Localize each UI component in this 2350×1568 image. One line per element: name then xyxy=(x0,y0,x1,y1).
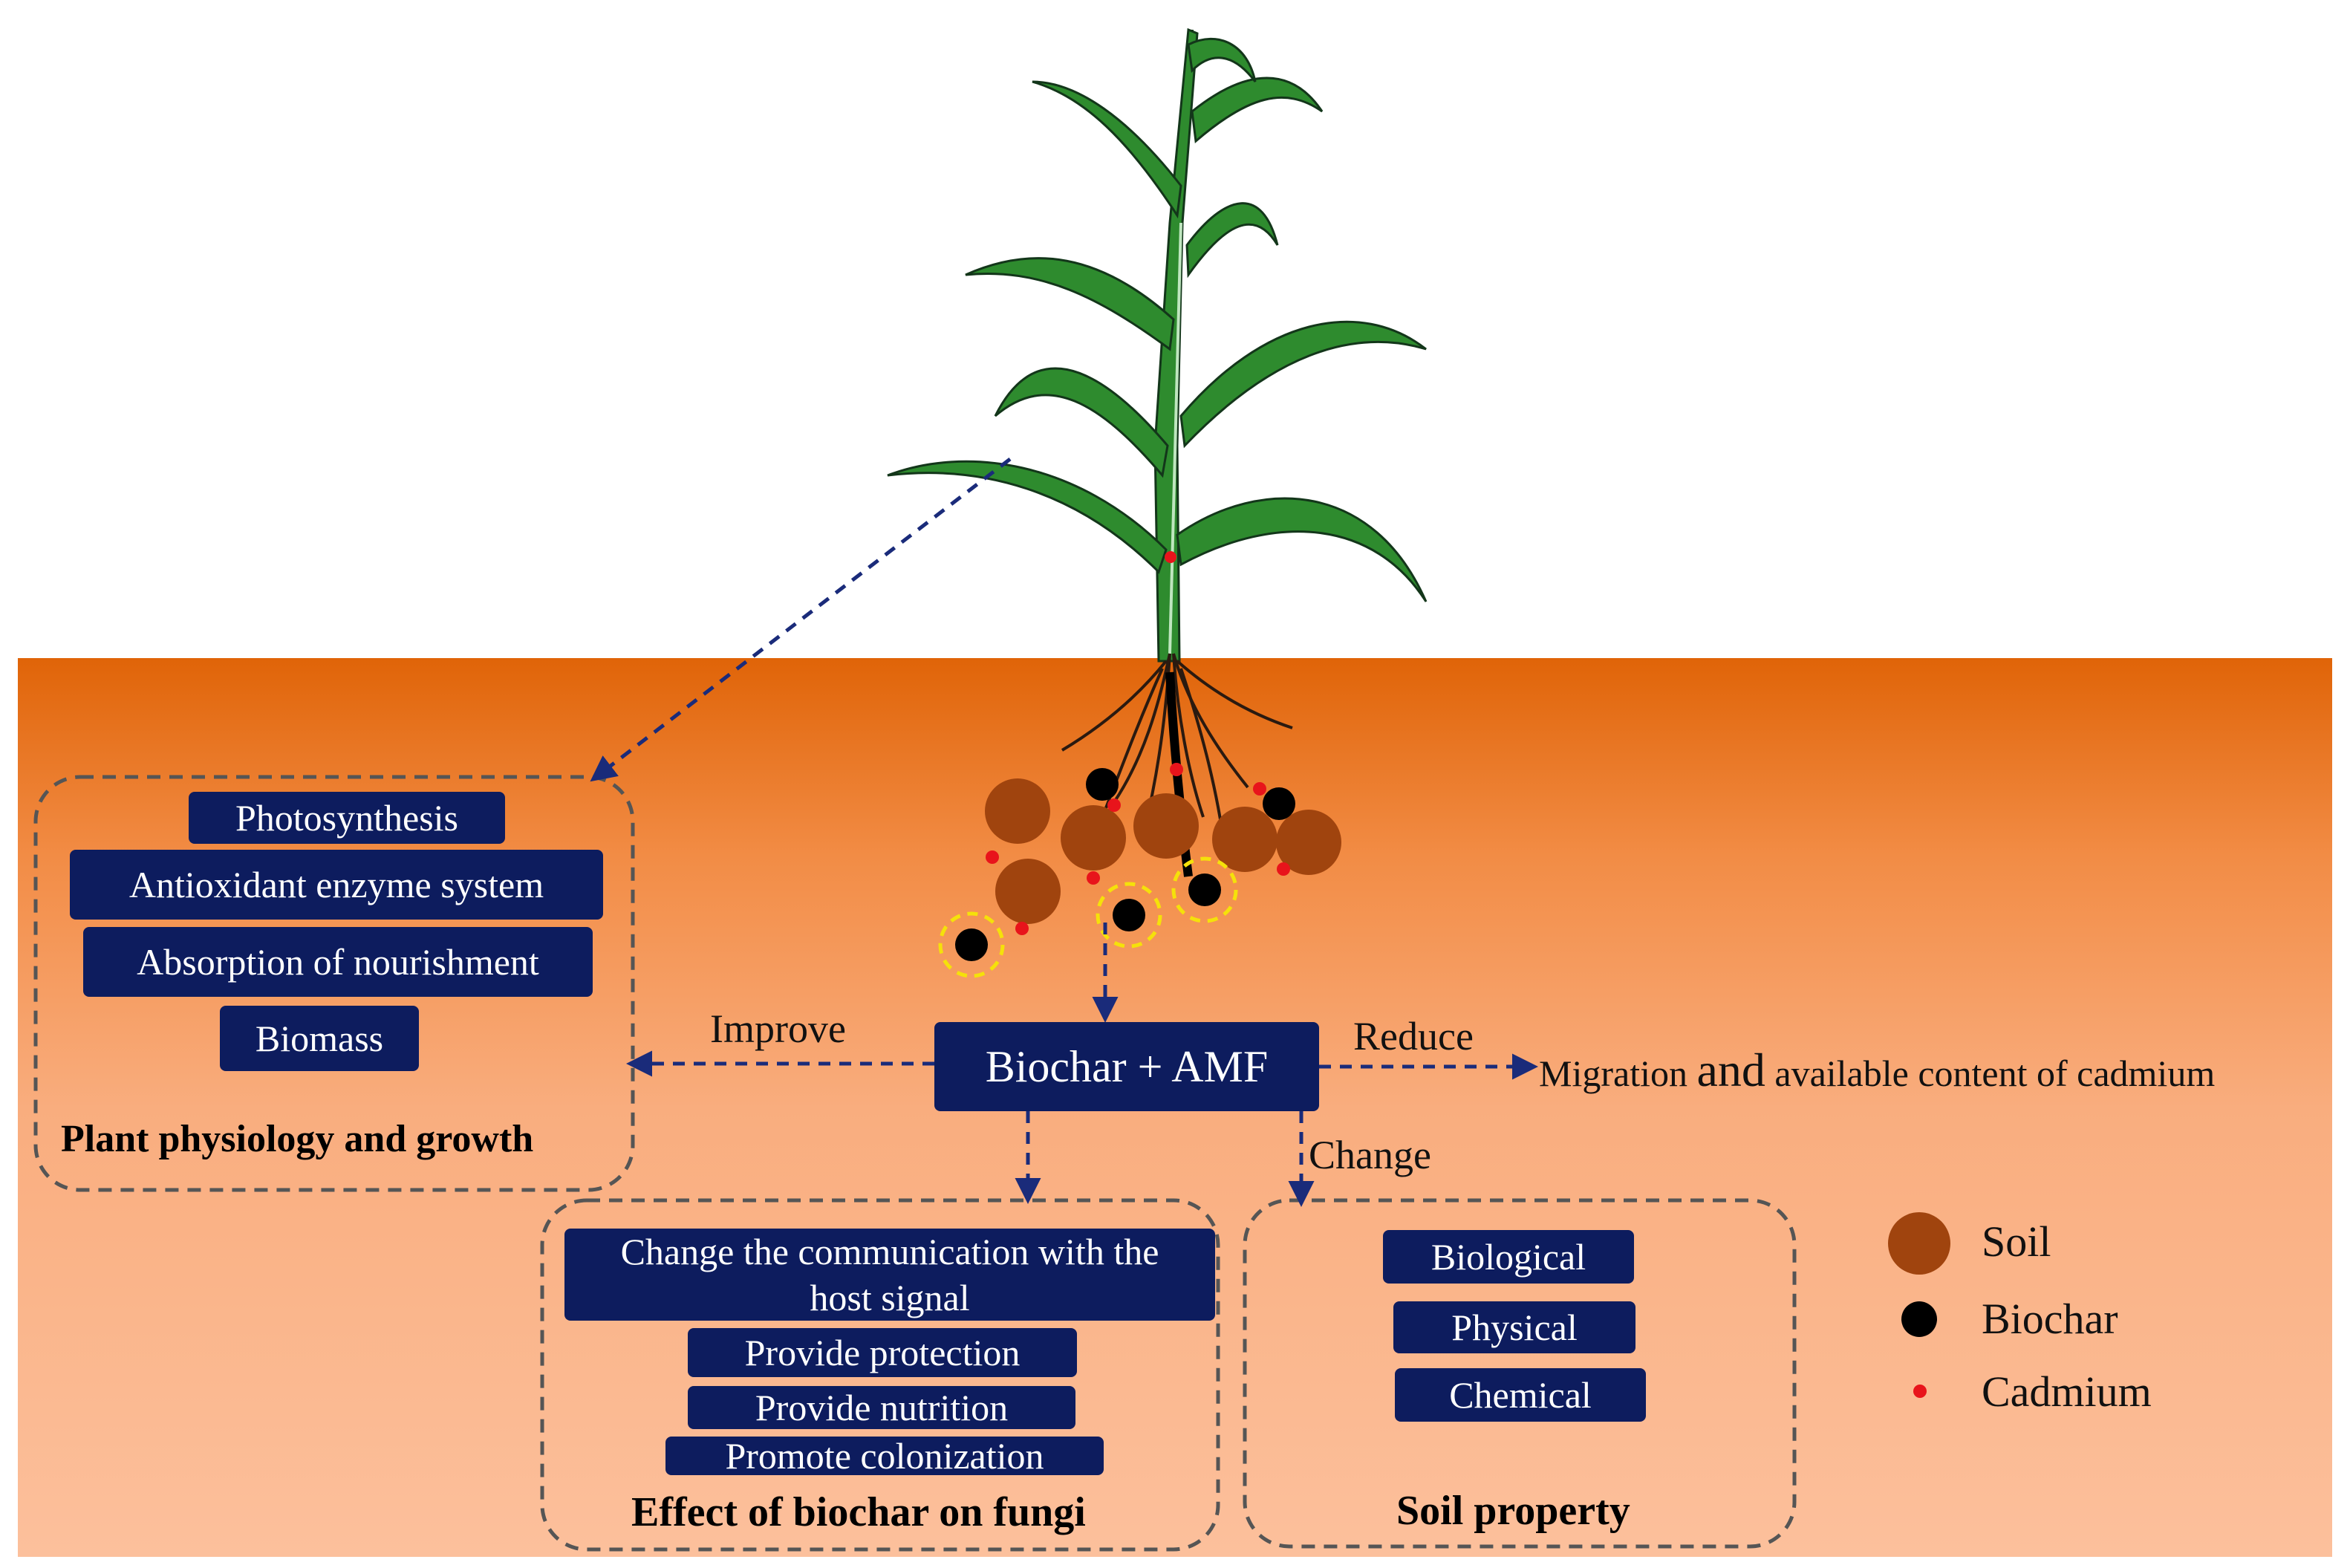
legend-soil-marker xyxy=(1888,1212,1950,1275)
legend-soil-label: Soil xyxy=(1982,1217,2051,1266)
reduce-target-part1: Migration xyxy=(1539,1053,1697,1094)
fungi-group-border xyxy=(540,1198,1220,1552)
fungi-group-label: Effect of biochar on fungi xyxy=(631,1489,1086,1535)
legend-cadmium-label: Cadmium xyxy=(1982,1367,2152,1416)
provide-protection-box: Provide protection xyxy=(688,1328,1077,1377)
host-signal-box: Change the communication with the host s… xyxy=(564,1229,1215,1321)
leaf-left-top xyxy=(1032,80,1182,219)
soil-group-border xyxy=(1243,1198,1797,1549)
leaf-right-mid xyxy=(1179,320,1427,449)
leaf-tip xyxy=(1187,37,1257,82)
legend-biochar-label: Biochar xyxy=(1982,1295,2118,1343)
legend-cadmium-marker xyxy=(1913,1385,1927,1398)
roots-illustration xyxy=(1061,653,1293,877)
biochar-amf-box: Biochar + AMF xyxy=(934,1022,1319,1111)
leaf-left-mid xyxy=(994,367,1169,478)
leaf-right-low xyxy=(1176,497,1428,602)
biomass-box: Biomass xyxy=(220,1006,419,1071)
biological-box: Biological xyxy=(1383,1230,1634,1284)
soil-particles xyxy=(938,763,1341,978)
reduce-label: Reduce xyxy=(1353,1014,1474,1058)
chemical-box: Chemical xyxy=(1395,1368,1646,1422)
change-label: Change xyxy=(1309,1133,1431,1177)
plant-group-label: Plant physiology and growth xyxy=(61,1118,534,1160)
reduce-target-and: and xyxy=(1696,1044,1765,1096)
improve-label: Improve xyxy=(710,1006,846,1051)
physical-box: Physical xyxy=(1393,1301,1635,1353)
legend-biochar-marker xyxy=(1901,1301,1937,1337)
leaf-right-top xyxy=(1191,77,1324,143)
leaf-left-low xyxy=(887,460,1168,574)
soil-group-label: Soil property xyxy=(1396,1488,1630,1534)
provide-nutrition-box: Provide nutrition xyxy=(688,1386,1075,1429)
leaf-right-upper xyxy=(1185,202,1279,279)
leaf-to-plant-group-arrow xyxy=(590,458,1012,782)
photosynthesis-box: Photosynthesis xyxy=(189,792,505,844)
antioxidant-enzyme-box: Antioxidant enzyme system xyxy=(70,850,603,920)
plant-group-border xyxy=(33,775,635,1192)
promote-colonization-box: Promote colonization xyxy=(665,1435,1104,1477)
leaf-left-upper xyxy=(965,257,1175,351)
reduce-target-part3: available content of cadmium xyxy=(1765,1053,2216,1094)
absorption-nourishment-box: Absorption of nourishment xyxy=(83,927,593,997)
cadmium-migration-text: Migration and available content of cadmi… xyxy=(1539,1043,2215,1098)
plant-illustration xyxy=(887,27,1428,663)
